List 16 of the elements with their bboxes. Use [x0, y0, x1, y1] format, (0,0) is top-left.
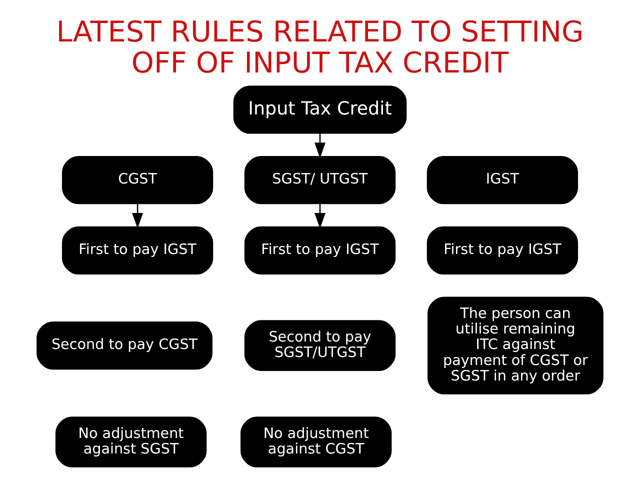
node-box: Second to pay CGST: [36, 321, 212, 370]
arrow: [314, 204, 326, 229]
node-box: First to pay IGST: [244, 226, 396, 275]
node-box: First to pay IGST: [62, 226, 214, 275]
node-box: Second to pay SGST/UTGST: [244, 320, 396, 371]
node-box: The person can utilise remaining ITC against payment of CGST or SGST in any order: [428, 296, 604, 394]
arrow: [132, 204, 144, 229]
node-box: First to pay IGST: [426, 226, 578, 275]
node-box: Input Tax Credit: [233, 86, 407, 134]
node-box: No adjustment against SGST: [55, 416, 207, 468]
diagram-title: LATEST RULES RELATED TO SETTING OFF OF INPUT TAX CREDIT: [56, 14, 584, 80]
node-box: SGST/ UTGST: [244, 156, 396, 204]
node-box: No adjustment against CGST: [240, 416, 392, 468]
node-box: CGST: [62, 156, 214, 204]
node-box: IGST: [426, 156, 578, 204]
arrow: [314, 133, 326, 158]
